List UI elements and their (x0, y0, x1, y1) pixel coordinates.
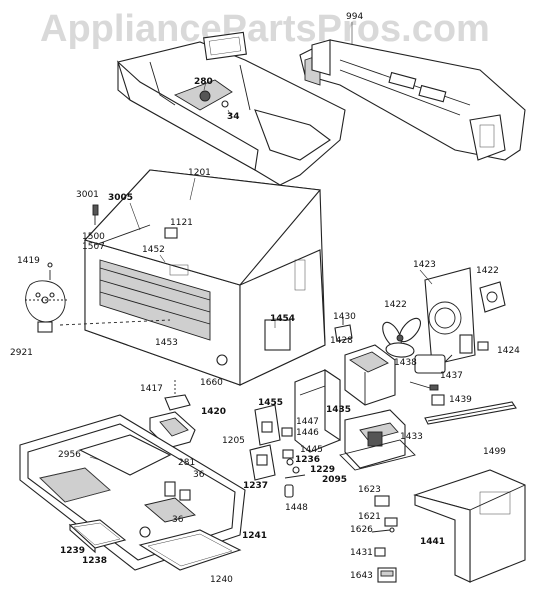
air-guide-assembly (116, 31, 346, 186)
callout-1500: 1500 (82, 232, 105, 242)
part-1448 (284, 484, 294, 498)
bar-1499 (424, 401, 517, 425)
part-1431 (374, 547, 386, 557)
enclosure-1441 (413, 469, 526, 583)
part-1424 (477, 341, 489, 351)
callout-1643: 1643 (350, 571, 373, 581)
callout-1660: 1660 (200, 378, 223, 388)
callout-280: 280 (194, 77, 213, 87)
callout-1435: 1435 (326, 405, 352, 415)
callout-36-lower: 36 (172, 515, 184, 525)
callout-3005: 3005 (108, 193, 134, 203)
callout-994: 994 (346, 12, 364, 22)
callout-1236: 1236 (295, 455, 321, 465)
part-1430 (334, 318, 353, 342)
callout-3001: 3001 (76, 190, 99, 200)
callout-1430: 1430 (333, 312, 356, 322)
callout-1623: 1623 (358, 485, 381, 495)
callout-1422-motor: 1422 (476, 266, 499, 276)
callout-1423: 1423 (413, 260, 436, 270)
callout-1240: 1240 (210, 575, 233, 585)
relay-1621 (384, 517, 398, 527)
callout-1433: 1433 (400, 432, 423, 442)
callout-1437: 1437 (440, 371, 463, 381)
part-1439 (431, 394, 445, 406)
screw-3001 (92, 204, 99, 225)
callout-1626: 1626 (350, 525, 373, 535)
callout-1201: 1201 (188, 168, 211, 178)
callout-1438: 1438 (394, 358, 417, 368)
callout-1237: 1237 (243, 481, 269, 491)
light-bracket-1419 (25, 262, 171, 333)
capacitor-1438 (414, 354, 453, 374)
part-1420 (149, 411, 196, 449)
bottom-plate-1241 (19, 414, 246, 571)
callout-1239: 1239 (60, 546, 86, 556)
callout-36-upper: 36 (193, 470, 205, 480)
main-cavity-case (83, 169, 326, 386)
callout-1455: 1455 (258, 398, 284, 408)
callout-2921: 2921 (10, 348, 33, 358)
callout-1420: 1420 (201, 407, 227, 417)
callout-1441: 1441 (420, 537, 446, 547)
callout-1241: 1241 (242, 531, 268, 541)
callout-34: 34 (227, 112, 240, 122)
part-1417 (164, 380, 191, 411)
callout-1507: 1507 (82, 242, 105, 252)
fan-blade-1422 (382, 317, 422, 358)
callout-1422-fan: 1422 (384, 300, 407, 310)
diode-1437 (409, 381, 439, 391)
watermark-text: AppliancePartsPros.com (40, 8, 490, 50)
callout-1454: 1454 (270, 314, 296, 324)
switch-1445 (282, 449, 294, 459)
callout-1452: 1452 (142, 245, 165, 255)
callout-1229: 1229 (310, 465, 336, 475)
grease-filter-1239 (68, 519, 127, 554)
callout-1431: 1431 (350, 548, 373, 558)
switch-bracket-1205 (249, 404, 281, 481)
callout-1453: 1453 (155, 338, 178, 348)
callout-1445: 1445 (300, 445, 323, 455)
callout-2956: 2956 (58, 450, 81, 460)
switch-1446 (281, 427, 293, 437)
charcoal-filter-1240 (138, 529, 242, 571)
relay-1643 (377, 567, 397, 583)
callout-1499: 1499 (483, 447, 506, 457)
motor-1422 (479, 281, 506, 313)
callout-1205: 1205 (222, 436, 245, 446)
callout-1417: 1417 (140, 384, 163, 394)
magnetron-1433 (339, 409, 416, 471)
callout-1446: 1446 (296, 428, 319, 438)
callout-1448: 1448 (285, 503, 308, 513)
waveguide-1455 (294, 368, 341, 453)
parts-1236-1229 (284, 458, 306, 479)
part-1626 (371, 527, 395, 533)
callout-1121: 1121 (170, 218, 193, 228)
callout-1419: 1419 (17, 256, 40, 266)
callout-1447: 1447 (296, 417, 319, 427)
callout-1428: 1428 (330, 336, 353, 346)
fan-bracket-1423 (419, 267, 476, 366)
mounting-rail (299, 22, 526, 161)
callout-1621: 1621 (358, 512, 381, 522)
relay-1623 (374, 495, 390, 507)
callout-1439: 1439 (449, 395, 472, 405)
callout-1424: 1424 (497, 346, 520, 356)
callout-1238: 1238 (82, 556, 108, 566)
transformer-1428 (344, 344, 396, 406)
callout-281: 281 (178, 458, 196, 468)
callout-2095: 2095 (322, 475, 348, 485)
